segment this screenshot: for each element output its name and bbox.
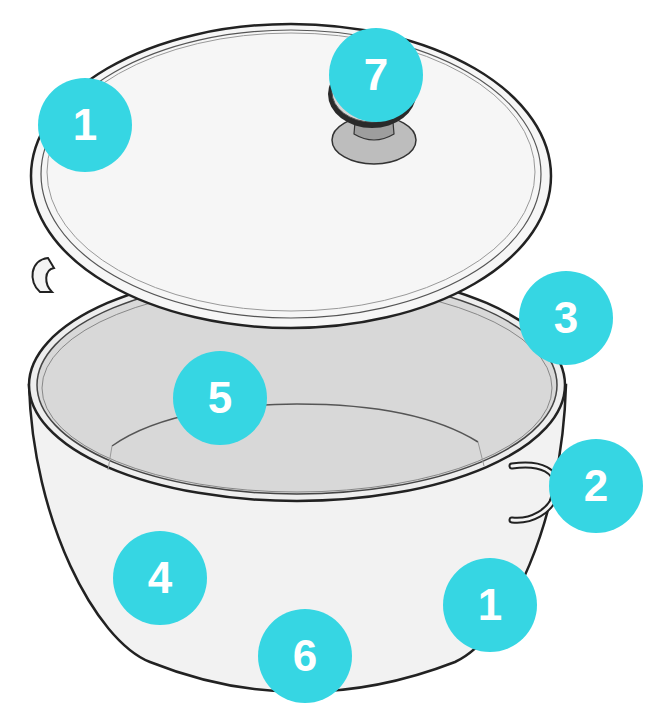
callout-number: 3: [519, 271, 613, 365]
callout-number: 7: [329, 28, 423, 122]
callout-number: 1: [38, 78, 132, 172]
callout-number: 1: [443, 558, 537, 652]
callout-number: 5: [173, 351, 267, 445]
callout-number: 6: [258, 609, 352, 703]
callout-number: 2: [549, 439, 643, 533]
pot-wall-line: [108, 442, 484, 470]
callout-number: 4: [113, 531, 207, 625]
pot-handle: [32, 258, 54, 292]
lid-rim: [47, 33, 535, 311]
lid-rim: [41, 30, 541, 318]
pot-base-edge: [112, 404, 478, 446]
pot-lid: [31, 24, 551, 328]
